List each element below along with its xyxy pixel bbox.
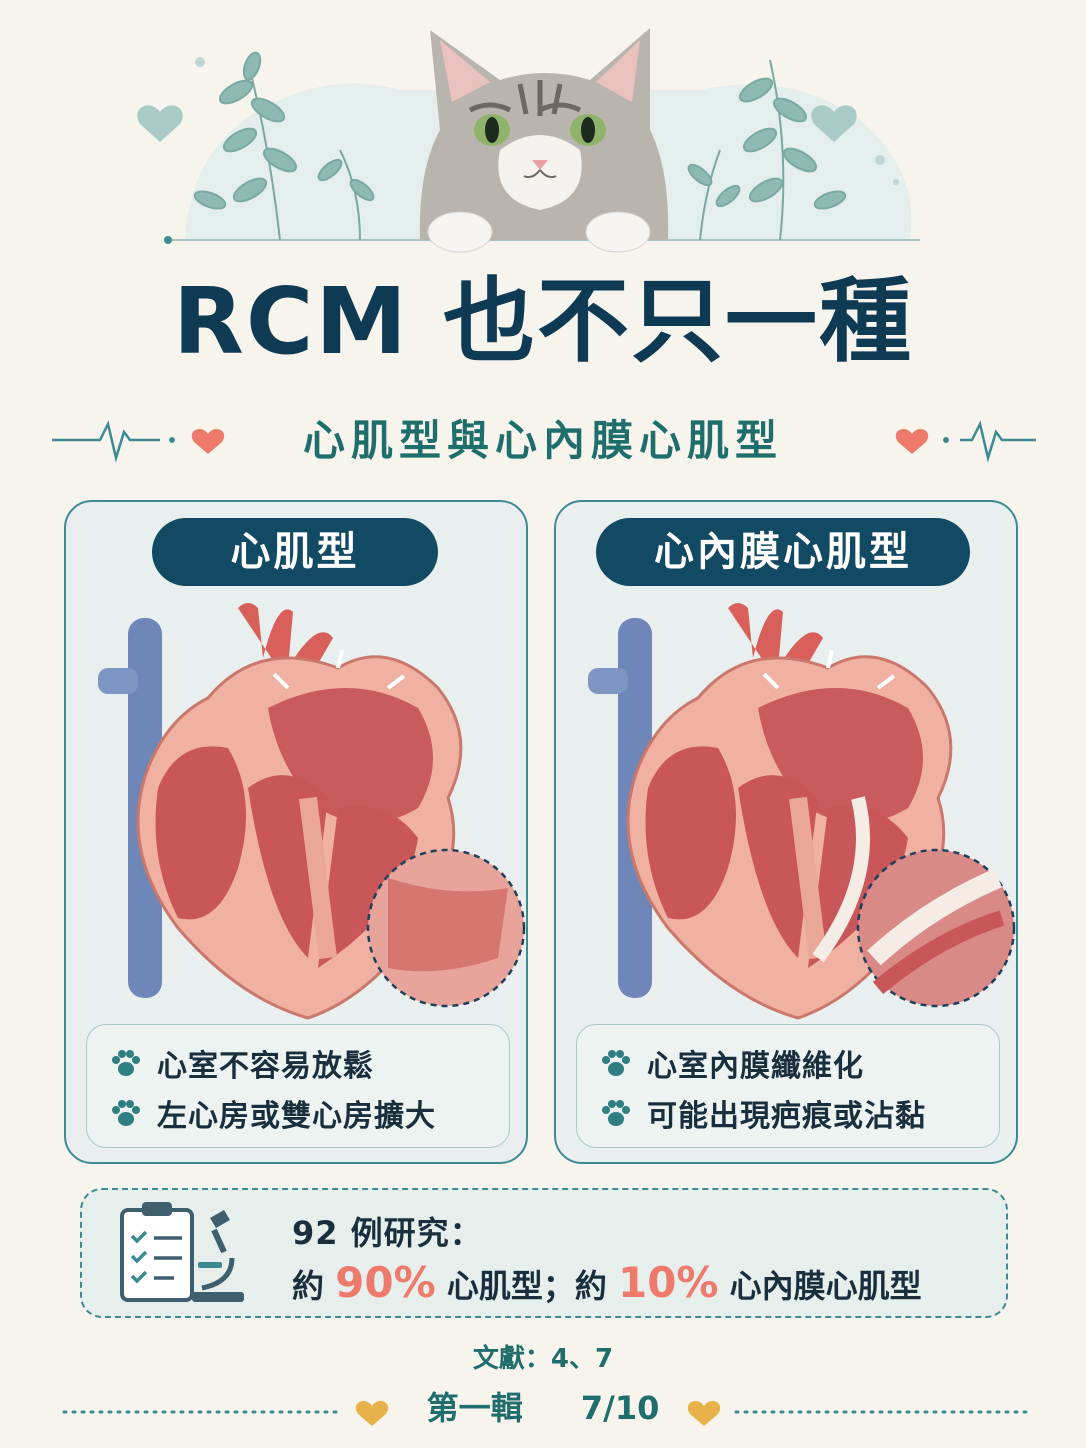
list-item-text: 心室不容易放鬆 xyxy=(157,1049,374,1084)
paw-icon xyxy=(602,1100,630,1126)
heart-icon xyxy=(355,1400,389,1426)
list-item: 左心房或雙心房擴大 xyxy=(109,1093,436,1134)
subtitle-decoration xyxy=(52,420,1036,463)
list-item: 心室內膜纖維化 xyxy=(599,1043,864,1084)
page-title: RCM 也不只一種 xyxy=(173,268,913,375)
leaf-branch-icon xyxy=(193,51,375,241)
paw-icon xyxy=(112,1050,140,1076)
card-endomyocardial-type: 心內膜心肌型 心室內膜纖維化 可能出現疤痕或沾黏 xyxy=(554,500,1018,1164)
card-label: 心內膜心肌型 xyxy=(596,518,970,586)
study-stats-box: 92 例研究： 約 90% 心肌型；約 10% 心內膜心肌型 xyxy=(80,1188,1008,1318)
bullet-list: 心室內膜纖維化 可能出現疤痕或沾黏 xyxy=(576,1024,1000,1148)
list-item: 可能出現疤痕或沾黏 xyxy=(599,1093,926,1134)
stats-prefix: 約 xyxy=(292,1267,325,1305)
series-label: 第一輯 xyxy=(426,1389,523,1427)
stats-title: 92 例研究： xyxy=(292,1214,483,1252)
heart-anatomy-illustration xyxy=(588,603,1016,1020)
leaf-branch-icon xyxy=(687,59,847,241)
subtitle: 心肌型與心內膜心肌型 xyxy=(302,416,783,465)
stats-percent-myocardial: 90% xyxy=(335,1258,436,1307)
stats-percent-endomyocardial: 10% xyxy=(617,1258,719,1307)
stats-line: 約 90% 心肌型；約 10% 心內膜心肌型 xyxy=(292,1258,922,1307)
cat-illustration xyxy=(419,28,669,253)
heart-icon xyxy=(687,1400,721,1426)
card-label: 心肌型 xyxy=(152,518,438,586)
paw-icon xyxy=(602,1050,630,1076)
heart-decoration-icon xyxy=(137,105,183,142)
list-item-text: 左心房或雙心房擴大 xyxy=(157,1099,436,1134)
list-item-text: 可能出現疤痕或沾黏 xyxy=(647,1099,926,1134)
header-illustration xyxy=(137,28,920,253)
page-number: 7/10 xyxy=(580,1389,660,1427)
stats-type-myocardial: 心肌型；約 xyxy=(446,1267,607,1305)
clipboard-microscope-icon xyxy=(120,1202,244,1302)
stats-type-endomyocardial: 心內膜心肌型 xyxy=(729,1267,922,1305)
heart-anatomy-illustration xyxy=(98,603,526,1020)
paw-icon xyxy=(112,1100,140,1126)
footer-page-indicator: 第一輯 7/10 xyxy=(0,1386,1086,1430)
list-item: 心室不容易放鬆 xyxy=(109,1043,374,1084)
bullet-list: 心室不容易放鬆 左心房或雙心房擴大 xyxy=(86,1024,510,1148)
references: 文獻：4、7 xyxy=(472,1344,614,1374)
footer-decoration xyxy=(62,1400,1032,1426)
card-myocardial-type: 心肌型 心室不容易放鬆 左心房或雙心房擴大 xyxy=(64,500,528,1164)
list-item-text: 心室內膜纖維化 xyxy=(647,1049,864,1084)
heart-decoration-icon xyxy=(811,105,857,142)
